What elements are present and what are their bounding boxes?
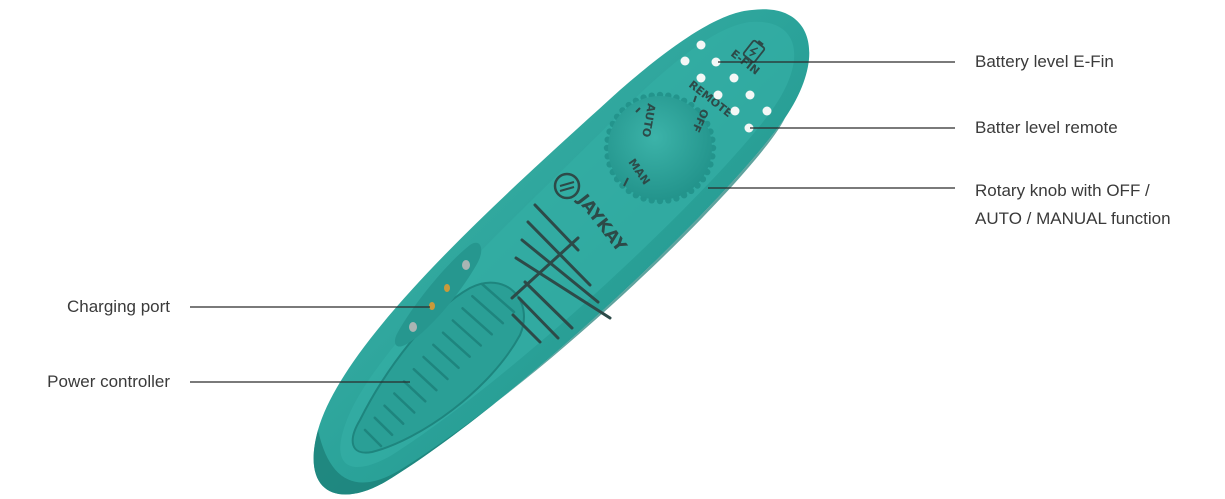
led	[731, 107, 740, 116]
charging-contact	[444, 284, 450, 292]
label-rotary-knob-line1: Rotary knob with OFF /	[975, 177, 1150, 205]
led	[681, 57, 690, 66]
label-power-controller: Power controller	[0, 368, 170, 396]
label-rotary-knob-line2: AUTO / MANUAL function	[975, 205, 1171, 233]
remote-device: JAYKAY AUTO OFF MAN E-FIN REMOTE	[314, 9, 810, 494]
label-battery-efin: Battery level E-Fin	[975, 48, 1114, 76]
rotary-knob[interactable]: AUTO OFF MAN	[604, 92, 716, 204]
led	[697, 74, 706, 83]
rotary-knob-face	[608, 96, 712, 200]
led	[730, 74, 739, 83]
label-battery-remote: Batter level remote	[975, 114, 1118, 142]
led	[763, 107, 772, 116]
led	[746, 91, 755, 100]
charging-contact	[429, 302, 435, 310]
led	[714, 91, 723, 100]
led	[697, 41, 706, 50]
charging-contact	[409, 322, 417, 332]
charging-contact	[462, 260, 470, 270]
label-charging-port: Charging port	[0, 293, 170, 321]
